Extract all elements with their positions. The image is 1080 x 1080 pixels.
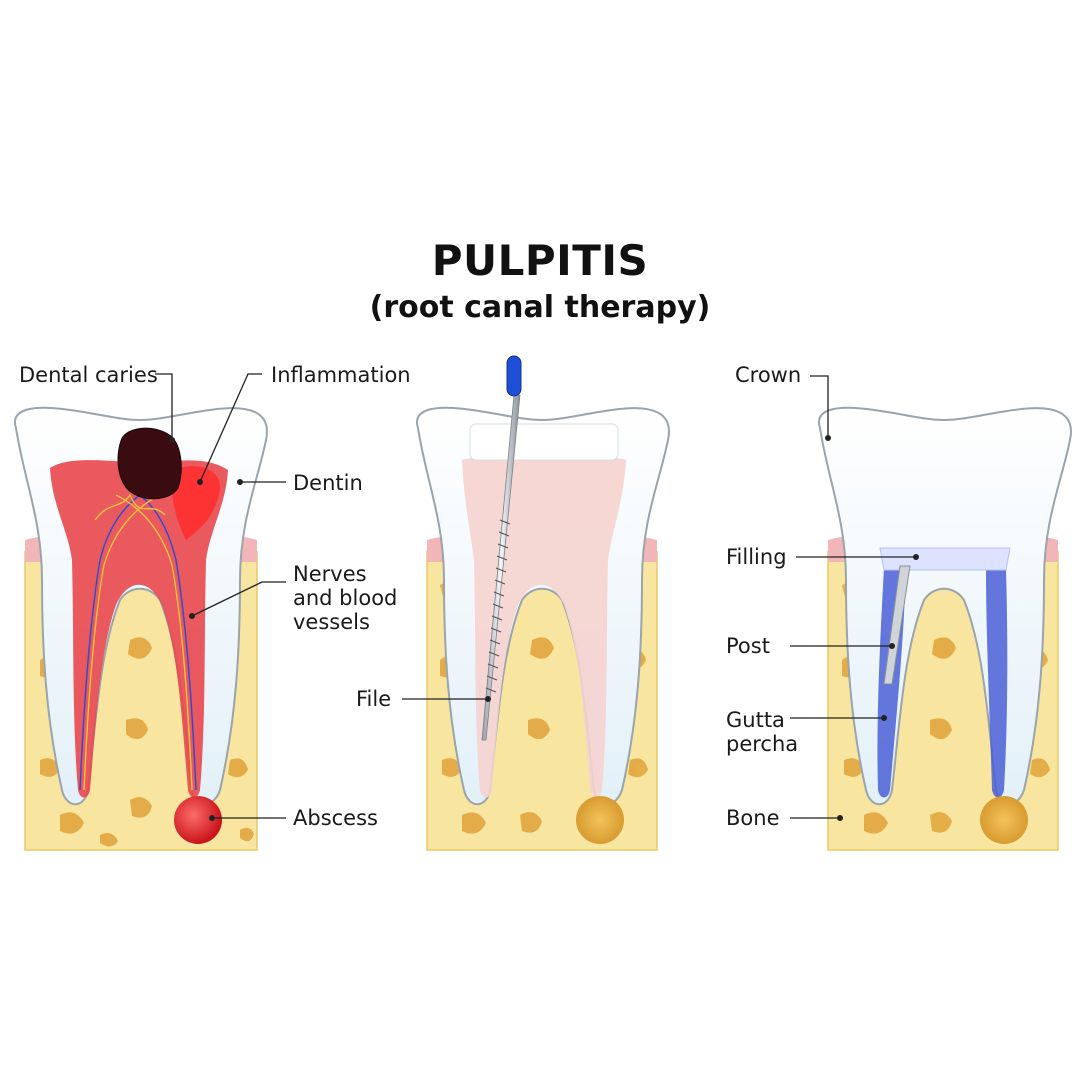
label-gutta-line1: Gutta	[726, 708, 785, 732]
panel-diseased-tooth	[13, 373, 286, 851]
leader-lines-panel3	[790, 375, 916, 819]
label-abscess: Abscess	[293, 806, 378, 830]
gutta-percha-right	[986, 568, 1008, 798]
label-dental-caries: Dental caries	[19, 363, 158, 387]
endodontic-file	[481, 355, 522, 741]
diagram-subtitle: (root canal therapy)	[369, 290, 711, 325]
label-post: Post	[726, 634, 770, 658]
label-inflammation: Inflammation	[271, 363, 411, 387]
label-filling: Filling	[726, 545, 787, 569]
access-opening	[469, 423, 619, 461]
file-flutes	[485, 519, 511, 693]
leader-dots-panel1	[169, 437, 243, 821]
healed-apex	[576, 796, 624, 844]
file-handle	[506, 355, 522, 397]
panel-treatment-tooth	[402, 355, 670, 851]
abscess	[174, 796, 222, 844]
label-nerves-line2: and blood	[293, 586, 398, 610]
label-crown: Crown	[735, 363, 802, 387]
leader-lines-panel1	[155, 373, 286, 819]
label-nerves-line3: vessels	[293, 610, 370, 634]
label-bone: Bone	[726, 806, 780, 830]
healed-apex	[980, 796, 1028, 844]
nerves-and-vessels	[79, 487, 197, 791]
leader-dot-file	[485, 696, 491, 702]
filling	[879, 547, 1011, 571]
inflammation-hotspot	[171, 466, 221, 540]
leader-dots-panel3	[825, 435, 919, 821]
dental-caries	[117, 427, 182, 500]
panel-restored-tooth	[790, 375, 1072, 851]
inflamed-pulp	[50, 460, 228, 798]
label-gutta-line2: percha	[726, 732, 799, 756]
label-dentin: Dentin	[293, 471, 363, 495]
label-nerves-line1: Nerves	[293, 562, 367, 586]
diagram-title: PULPITIS	[431, 236, 649, 285]
label-file: File	[356, 687, 392, 711]
